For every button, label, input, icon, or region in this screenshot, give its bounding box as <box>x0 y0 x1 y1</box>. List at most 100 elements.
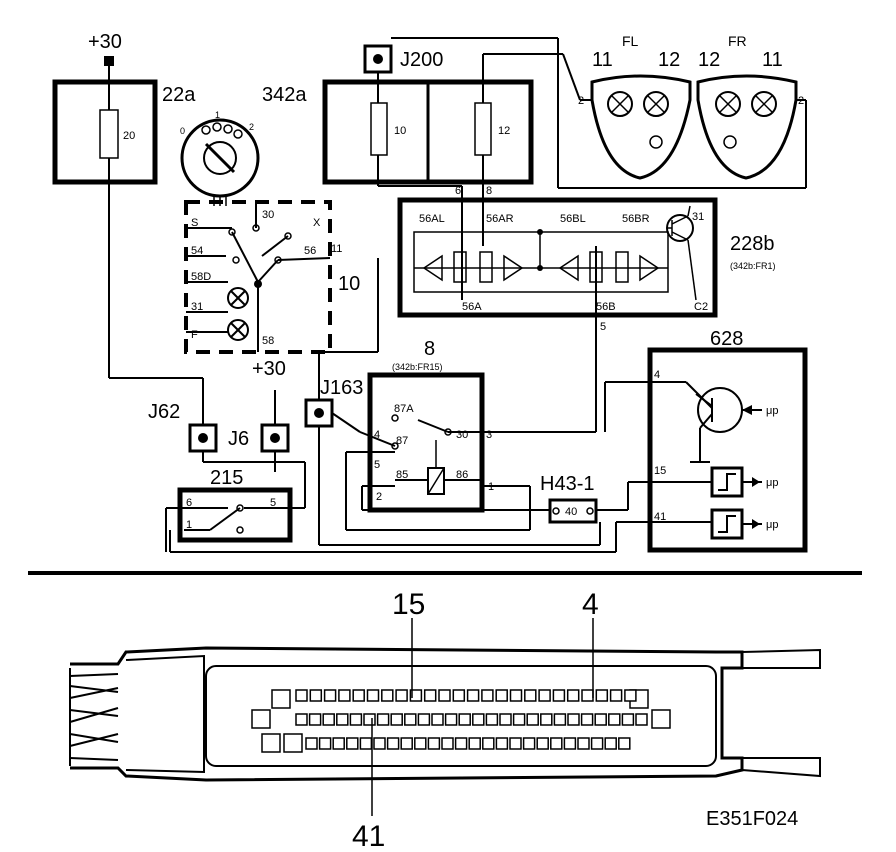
sw215-pin-5: 5 <box>270 497 276 509</box>
connector-pin <box>553 713 567 726</box>
connector-pin <box>482 737 495 750</box>
connector-pin <box>309 689 323 702</box>
relay-pin-30: 30 <box>456 429 468 441</box>
connector-pin <box>550 737 563 750</box>
sw215-pin-1: 1 <box>186 519 192 531</box>
connector-pin <box>261 733 281 753</box>
ecu-pin-4: 4 <box>654 369 660 381</box>
connector-pin <box>322 713 335 726</box>
sw10-pin-31: 31 <box>191 301 203 313</box>
sw10-pin-x: X <box>313 217 321 229</box>
connector-pin <box>590 737 604 750</box>
module-228b-label: 228b <box>730 233 775 255</box>
sw10-pin-11: 11 <box>331 243 342 255</box>
sw10-pin-f: F <box>191 329 198 341</box>
connector-h43-1 <box>548 498 598 524</box>
m-pin-8: 8 <box>486 185 492 197</box>
connector-pin <box>438 689 451 702</box>
figure-id: E351F024 <box>706 808 798 830</box>
connector-pin <box>563 737 577 750</box>
connector-pin <box>381 689 394 702</box>
connector-pin <box>444 713 458 726</box>
connector-pin <box>352 689 365 702</box>
relay-pin-2: 2 <box>376 491 382 503</box>
connector-pin <box>373 737 386 750</box>
connector-pin <box>624 689 637 702</box>
connector-pin <box>509 689 523 702</box>
connector-pin <box>359 737 373 750</box>
ecu-pin-15: 15 <box>654 465 666 477</box>
connector-pin <box>594 713 607 726</box>
relay-pin-86: 86 <box>456 469 468 481</box>
connector-pin <box>609 689 623 702</box>
ecu-628-label: 628 <box>710 328 743 350</box>
ecu-mu-1: μp <box>766 405 778 417</box>
connector-pin <box>524 689 537 702</box>
ecu-628 <box>647 347 808 553</box>
ecu-mu-2: μp <box>766 477 778 489</box>
connector-pin <box>522 737 536 750</box>
connector-pin <box>336 713 349 726</box>
j200-label: J200 <box>400 49 443 71</box>
m-pin-56b: 56B <box>596 301 616 313</box>
connector-pin <box>366 689 380 702</box>
fuse-22a-rating: 20 <box>123 130 135 142</box>
connector-pin <box>363 713 376 726</box>
j62-label: J62 <box>148 401 180 423</box>
sw10-pin-58d: 58D <box>191 271 211 283</box>
connector-pin <box>509 737 522 750</box>
connector-pin <box>349 713 363 726</box>
connector-pin <box>431 713 444 726</box>
fuse-box-22a-label: 22a <box>162 84 196 106</box>
connector-pin <box>427 737 441 750</box>
connector-pin <box>540 713 553 726</box>
plus30-top-label: +30 <box>88 31 122 53</box>
ignition-switch-icon <box>180 118 260 206</box>
connector-pin-15-label: 15 <box>392 588 425 621</box>
relay-pin-4: 4 <box>374 429 380 441</box>
lamp-fr-label: FR <box>728 33 747 49</box>
junction-j6 <box>260 423 290 453</box>
connector-pin <box>499 713 512 726</box>
connector-pin <box>295 689 308 702</box>
relay-pin-87: 87 <box>396 435 408 447</box>
relay-pin-87a: 87A <box>394 403 414 415</box>
connector-pin <box>441 737 454 750</box>
connector-pin <box>538 689 551 702</box>
sw10-pin-30: 30 <box>262 209 274 221</box>
connector-pin <box>595 689 609 702</box>
rotary-pos-2: 2 <box>249 122 254 132</box>
junction-j163 <box>304 398 334 428</box>
connector-pin <box>376 713 390 726</box>
connector-pin <box>536 737 549 750</box>
connector-pin <box>395 689 408 702</box>
ecu-mu-3: μp <box>766 519 778 531</box>
m-pin-56bl: 56BL <box>560 213 586 225</box>
connector-pin <box>404 713 417 726</box>
switch-215 <box>165 487 293 552</box>
relay-8-ref: (342b:FR15) <box>392 362 443 372</box>
connector-pin <box>481 689 494 702</box>
connector-pin <box>295 713 308 726</box>
lamp-fl <box>590 74 692 180</box>
fr-right-number: 11 <box>762 49 783 71</box>
connector-pin <box>305 737 318 750</box>
connector-pin <box>577 737 590 750</box>
relay-pin-3: 3 <box>486 429 492 441</box>
fuse-10-rating: 10 <box>394 125 406 137</box>
junction-j62 <box>188 423 218 453</box>
lamp-fl-label: FL <box>622 33 639 49</box>
sw10-pin-s: S <box>191 217 198 229</box>
connector-pin <box>604 737 617 750</box>
h43-label: H43-1 <box>540 473 594 495</box>
fr-pin: 2 <box>798 95 804 107</box>
connector-pin <box>251 709 271 729</box>
connector-pin <box>526 713 539 726</box>
fuse-box-22a <box>52 56 158 378</box>
rotary-pos-0: 0 <box>180 126 185 136</box>
connector-pin <box>621 713 635 726</box>
connector-pin <box>608 713 621 726</box>
m-pin-56a: 56A <box>462 301 482 313</box>
m-pin-56ar: 56AR <box>486 213 514 225</box>
